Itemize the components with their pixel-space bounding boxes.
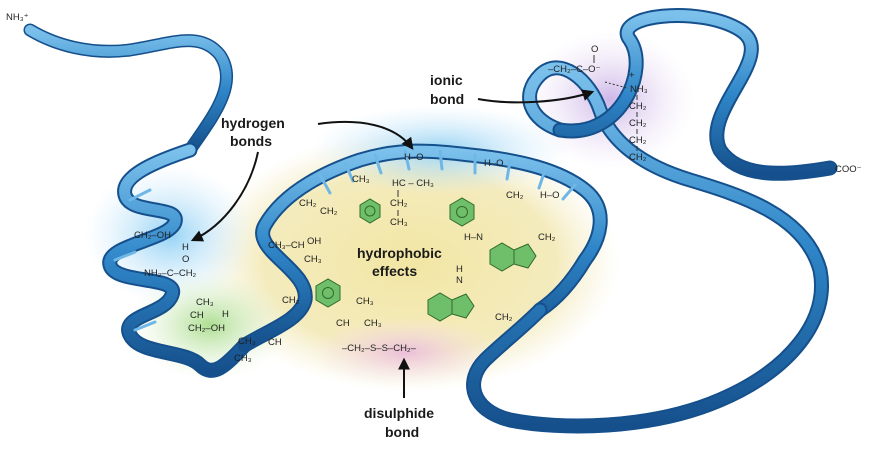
ionic-ch2-2: CH₂ bbox=[629, 118, 647, 129]
ionic-o-top: O bbox=[591, 44, 598, 55]
ionic-bond-chemistry: O –CH₂–C–O⁻ + NH₃ CH₂ CH₂ CH₂ CH₂ bbox=[548, 44, 648, 163]
ch2-oh-left: CH₂–OH bbox=[134, 230, 171, 241]
benzene-ring-icon bbox=[449, 197, 475, 227]
ch-g2: CH bbox=[268, 337, 282, 348]
hydrophobic-label-line1: hydrophobic bbox=[357, 245, 442, 261]
indole-ring-icon bbox=[427, 292, 475, 322]
indole-ring-icon bbox=[489, 242, 537, 272]
ch3-mid: CH₃ bbox=[304, 254, 322, 265]
hc-ch3: HC – CH₃ bbox=[392, 178, 434, 189]
ch3-lower2: CH₃ bbox=[364, 318, 382, 329]
green-region-chemistry: CH₃ H CH CH₂–OH CH₃ CH CH₃ bbox=[188, 297, 282, 364]
ionic-ch2-1: CH₂ bbox=[629, 101, 647, 112]
benzene-ring-icon bbox=[359, 198, 381, 224]
hydrogen-bonds-label-line1: hydrogen bbox=[221, 115, 285, 131]
arrow-icon bbox=[477, 89, 595, 104]
top-ch3-2: CH₃ bbox=[390, 217, 408, 228]
ch2-mid: CH₂ bbox=[299, 198, 317, 209]
hydrogen-bonds-label-line2: bonds bbox=[230, 133, 272, 149]
disulphide-label-line1: disulphide bbox=[364, 405, 434, 421]
h-g1: H bbox=[222, 309, 229, 320]
protein-ribbon bbox=[23, 8, 838, 434]
ionic-ch2-4: CH₂ bbox=[629, 152, 647, 163]
h-n-right: H–N bbox=[464, 232, 483, 243]
top-ch2: CH₂ bbox=[390, 198, 408, 209]
ch2-oh-g: CH₂–OH bbox=[188, 323, 225, 334]
h-o-right: H–O bbox=[484, 158, 504, 169]
disulphide-bridge-chem: –CH₂–S–S–CH₂– bbox=[342, 343, 417, 354]
hydrophobic-label-line2: effects bbox=[372, 263, 417, 279]
ch2-mid2: CH₂ bbox=[320, 206, 338, 217]
top-h-o: H–O bbox=[404, 152, 424, 163]
h-o-right2: H–O bbox=[540, 190, 560, 201]
ionic-chain-top: –CH₂–C–O⁻ bbox=[548, 64, 601, 75]
ch-g1: CH bbox=[190, 310, 204, 321]
oh-mid: OH bbox=[307, 236, 321, 247]
n-terminus-label: NH₃⁺ bbox=[6, 12, 29, 23]
h-left: H bbox=[182, 242, 189, 253]
ch3-g3: CH₃ bbox=[234, 353, 252, 364]
ionic-bond-label: ionic bond bbox=[430, 72, 595, 107]
hydrogen-bonds-label: hydrogen bonds bbox=[190, 115, 414, 242]
left-hbond-chemistry: CH₂–OH H O NH₂–C–CH₂ bbox=[134, 230, 197, 279]
ionic-nh3: NH₃ bbox=[630, 84, 648, 95]
arrow-icon bbox=[317, 121, 414, 150]
ch2-indole2: CH₂ bbox=[495, 312, 513, 323]
hydrophobic-core-chemistry: H–O CH₃ HC – CH₃ CH₂ CH₃ H–O H–O CH₂ CH₂… bbox=[268, 152, 560, 329]
top-ch3: CH₃ bbox=[352, 174, 370, 185]
ionic-plus: + bbox=[629, 70, 635, 81]
benzene-ring-icon bbox=[315, 278, 341, 308]
c-terminus-label: COO⁻ bbox=[835, 164, 862, 175]
ch3-g2: CH₃ bbox=[238, 336, 256, 347]
ch-lower: CH bbox=[336, 318, 350, 329]
ionic-ch2-3: CH₂ bbox=[629, 135, 647, 146]
n-indole: N bbox=[456, 275, 463, 286]
ch3-g1: CH₃ bbox=[196, 297, 214, 308]
ch2-right-ring: CH₂ bbox=[506, 190, 524, 201]
ch3-lower: CH₃ bbox=[356, 296, 374, 307]
ch2-left-ring: CH₂ bbox=[282, 295, 300, 306]
disulphide-bond-label: disulphide bond bbox=[364, 357, 434, 440]
disulphide-label-line2: bond bbox=[385, 424, 419, 440]
ionic-bond-label-line1: ionic bbox=[430, 72, 463, 88]
h-indole: H bbox=[456, 264, 463, 275]
disulphide-glow bbox=[310, 317, 500, 387]
arrow-icon bbox=[190, 151, 259, 242]
nh2-c-ch2: NH₂–C–CH₂ bbox=[144, 268, 197, 279]
o-left: O bbox=[182, 254, 189, 265]
oh-ch3: CH₃–CH bbox=[268, 240, 305, 251]
ionic-bond-label-line2: bond bbox=[430, 91, 464, 107]
ch2-right-indole: CH₂ bbox=[538, 232, 556, 243]
